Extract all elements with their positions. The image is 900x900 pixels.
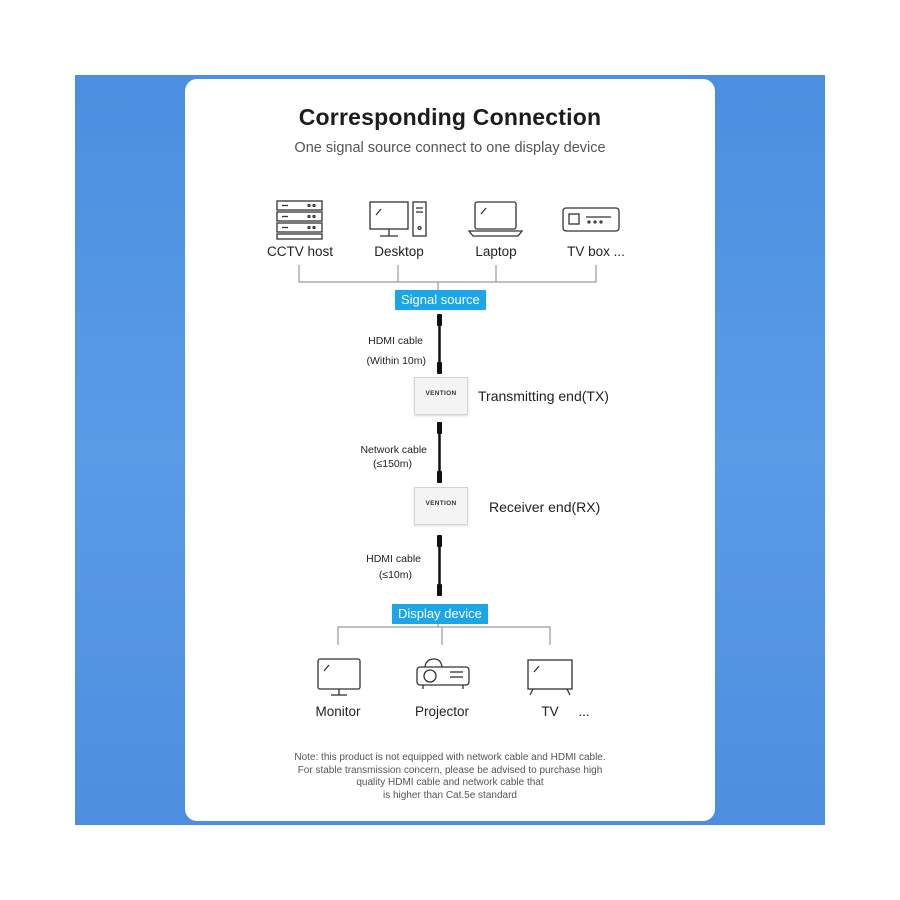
footnote-line: is higher than Cat.5e standard <box>383 789 517 801</box>
page-title: Corresponding Connection <box>298 104 602 130</box>
cable-1-length: (Within 10m) <box>366 355 426 367</box>
transmitter-logo: VENTION <box>425 390 457 397</box>
hdmi-cable-2-icon <box>437 535 442 596</box>
server-icon <box>276 200 323 240</box>
display-label-projector: Projector <box>414 704 470 719</box>
footnote-line: For stable transmission concern, please … <box>297 764 603 776</box>
receiver-logo: VENTION <box>425 500 457 507</box>
source-bus-lines <box>298 265 597 290</box>
monitor-icon <box>317 658 361 696</box>
tv-box-icon <box>562 207 620 232</box>
footnote-line: Note: this product is not equipped with … <box>294 752 606 763</box>
cable-2-length: (≤150m) <box>372 458 412 470</box>
display-device-tag: Display device <box>392 604 488 624</box>
laptop-icon <box>467 201 524 237</box>
network-cable-icon <box>437 422 442 483</box>
signal-source-tag: Signal source <box>395 290 486 310</box>
display-bus-lines <box>337 622 551 645</box>
display-label-tv: TV <box>541 704 559 719</box>
cable-2-label: Network cable <box>360 444 427 456</box>
cable-1-label: HDMI cable <box>368 335 423 347</box>
tv-icon <box>527 659 573 696</box>
footnote: Note: this product is not equipped with … <box>0 752 900 802</box>
display-label-more: ... <box>578 704 590 719</box>
transmitter-device: VENTION <box>414 377 468 415</box>
source-label-desktop: Desktop <box>374 244 424 259</box>
projector-icon <box>416 658 470 689</box>
source-label-tv-box: TV box ... <box>567 244 625 259</box>
cable-3-length: (≤10m) <box>378 569 412 581</box>
transmitter-label: Transmitting end(TX) <box>478 388 609 404</box>
desktop-icon <box>369 201 427 237</box>
hdmi-cable-1-icon <box>437 314 442 374</box>
source-label-cctv-host: CCTV host <box>266 244 334 259</box>
cable-3-label: HDMI cable <box>366 553 421 565</box>
receiver-label: Receiver end(RX) <box>489 499 601 515</box>
footnote-line: quality HDMI cable and network cable tha… <box>356 777 544 788</box>
page-subtitle: One signal source connect to one display… <box>294 140 606 156</box>
display-label-monitor: Monitor <box>315 704 361 719</box>
receiver-device: VENTION <box>414 487 468 525</box>
diagram-card <box>185 79 715 821</box>
source-label-laptop: Laptop <box>475 244 517 259</box>
